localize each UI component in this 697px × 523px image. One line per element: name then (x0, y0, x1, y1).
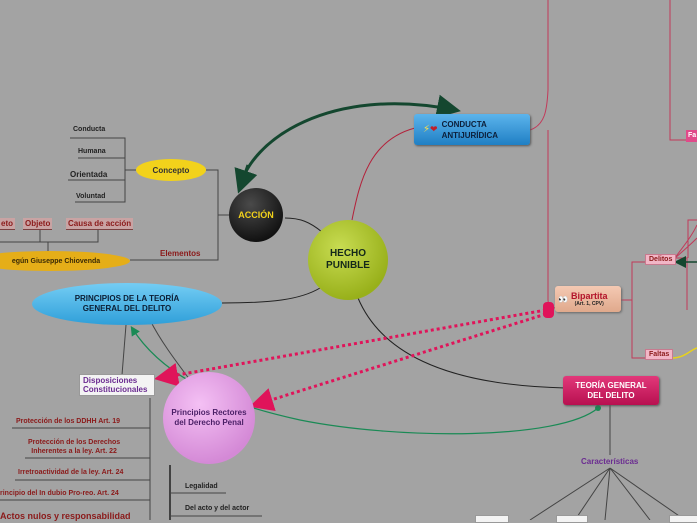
rectores-line-2: del Derecho Penal (174, 418, 244, 427)
rectores-item-acto: Del acto y del actor (185, 505, 250, 512)
constitutional-item-actos-nulos: Actos nulos y responsabilidad (0, 511, 131, 521)
elementos-label[interactable]: Elementos (160, 249, 201, 258)
concepto-child-voluntad: Voluntad (76, 193, 106, 200)
accion-label: ACCIÓN (238, 210, 274, 220)
element-tag-sujeto[interactable]: eto (0, 218, 15, 230)
teoria-line-1: TEORÍA GENERAL (575, 380, 647, 390)
constitutional-item-ddhh: Protección de los DDHH Art. 19 (16, 418, 120, 425)
conducta-line-1: CONDUCTA (441, 119, 487, 129)
constitutional-item-irretroactividad: Irretroactividad de la ley. Art. 24 (18, 469, 124, 476)
principios-rectores-node[interactable]: Principios Rectores del Derecho Penal (163, 406, 255, 430)
heart-icon: ❤ (430, 124, 438, 134)
disposiciones-line-2: Constitucionales (83, 385, 148, 394)
chiovenda-label: egún Giuseppe Chiovenda (11, 257, 101, 265)
element-tag-causa[interactable]: Causa de acción (66, 218, 134, 230)
eyes-icon: 👀 (558, 294, 568, 304)
teoria-general-node[interactable]: TEORÍA GENERAL DEL DELITO (563, 376, 659, 405)
rectores-line-1: Principios Rectores (171, 408, 247, 417)
lightning-icon: ⚡ (423, 124, 431, 135)
teoria-line-2: DEL DELITO (587, 390, 635, 400)
disposiciones-line-1: Disposiciones (83, 376, 138, 385)
hecho-punible-node[interactable]: HECHO PUNIBLE (308, 242, 388, 278)
concepto-node[interactable]: Concepto (136, 163, 206, 177)
concepto-child-humana: Humana (78, 148, 106, 155)
caracteristicas-label[interactable]: Características (581, 457, 639, 466)
caracteristica-box-1[interactable] (475, 515, 509, 523)
accion-node[interactable]: ACCIÓN (230, 205, 282, 225)
concepto-child-orientada: Orientada (70, 170, 108, 179)
rectores-item-legalidad: Legalidad (185, 483, 218, 490)
concepto-label: Concepto (152, 165, 190, 175)
conducta-antijuridica-node[interactable]: ⚡ ❤ CONDUCTA ANTIJURÍDICA (414, 114, 530, 145)
caracteristica-box-2[interactable] (556, 515, 588, 523)
derechos-line-1: Protección de los Derechos (28, 439, 121, 446)
constitutional-item-in-dubio: rincipio del In dubio Pro-reo. Art. 24 (0, 490, 119, 497)
caracteristica-box-3[interactable] (669, 515, 697, 523)
principios-line-1: PRINCIPIOS DE LA TEORÍA (74, 294, 180, 303)
faltas-node[interactable]: Faltas (645, 349, 674, 360)
bipartita-node[interactable]: 👀 Bipartita (Art. 1, CPV) (555, 286, 621, 312)
bipartita-label: Bipartita (570, 291, 608, 301)
bipartita-sub: (Art. 1, CPV) (574, 301, 604, 307)
derechos-line-2: Inherentes a la ley. Art. 22 (31, 448, 117, 455)
delitos-node[interactable]: Delitos (645, 254, 677, 265)
concepto-child-conducta: Conducta (73, 126, 106, 133)
principios-node[interactable]: PRINCIPIOS DE LA TEORÍA GENERAL DEL DELI… (40, 292, 214, 316)
central-line-1: HECHO (329, 248, 367, 259)
conducta-line-2: ANTIJURÍDICA (441, 130, 499, 140)
element-tag-objeto[interactable]: Objeto (23, 218, 53, 230)
principios-line-2: GENERAL DEL DELITO (82, 304, 172, 313)
constitutional-item-derechos: Protección de los Derechos Inherentes a … (28, 438, 120, 456)
central-line-2: PUNIBLE (326, 260, 370, 271)
disposiciones-node[interactable]: Disposiciones Constitucionales (79, 374, 155, 396)
fa-edge-node[interactable]: Fa (686, 130, 697, 142)
chiovenda-node[interactable]: egún Giuseppe Chiovenda (0, 255, 112, 267)
